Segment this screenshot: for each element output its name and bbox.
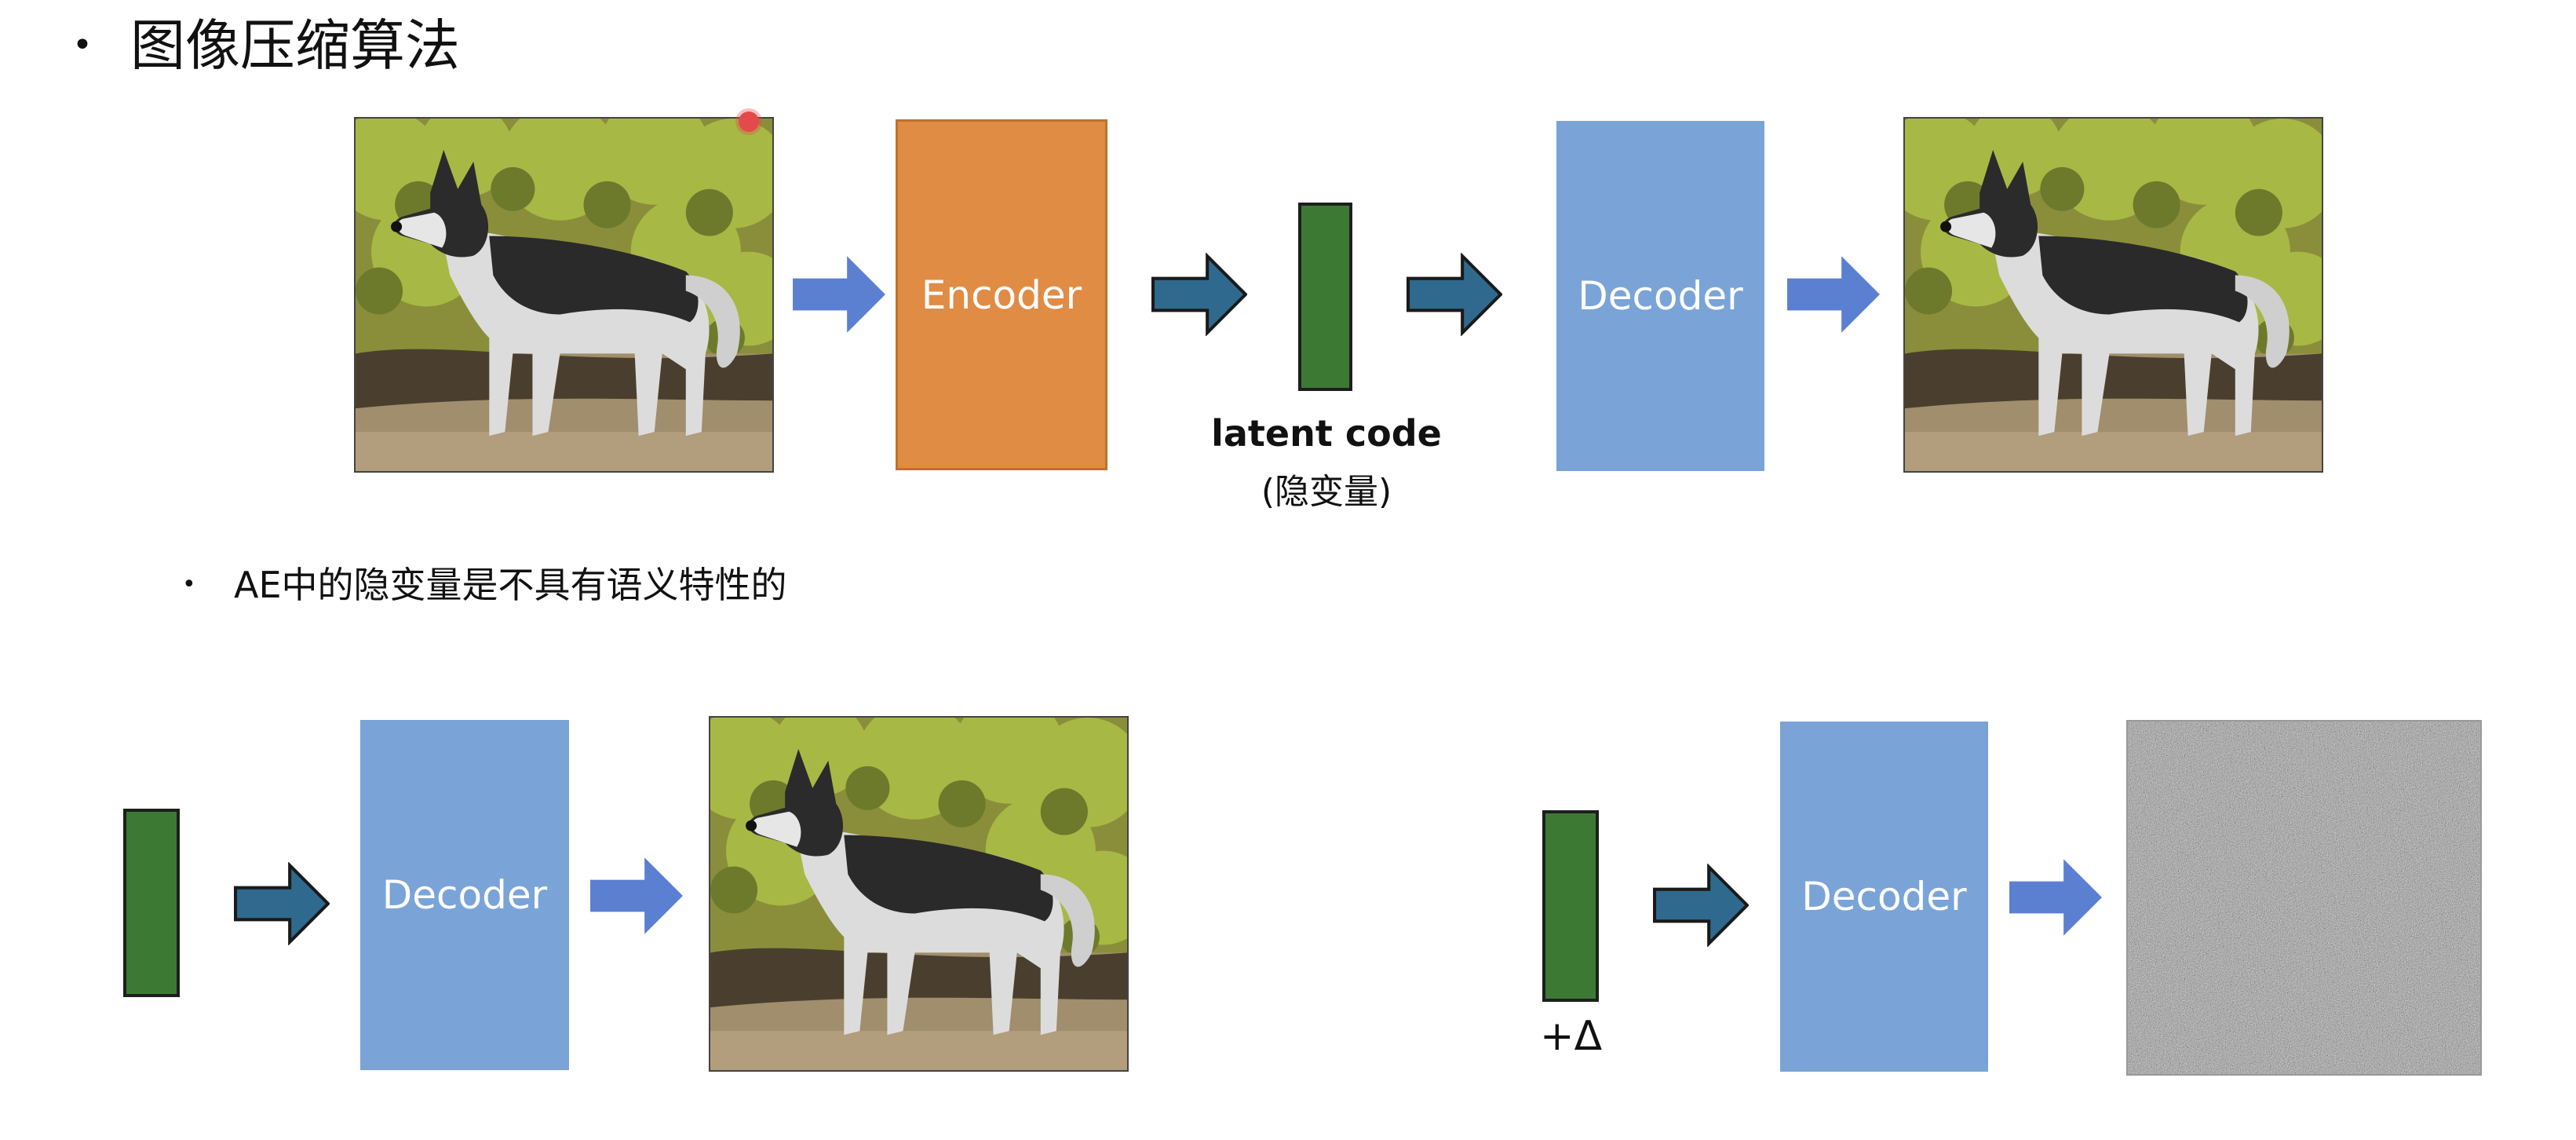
latent-code-block xyxy=(1298,203,1352,391)
arrow-right-icon xyxy=(2008,856,2103,939)
title-bullet: • xyxy=(72,25,93,65)
perturbed-latent-block xyxy=(1542,810,1599,1002)
encoder-box: Encoder xyxy=(896,119,1107,470)
latent-code-sublabel: (隐变量) xyxy=(1261,472,1392,512)
input-dog-image xyxy=(354,117,774,473)
output-dog-image xyxy=(1903,117,2323,473)
arrow-right-icon xyxy=(791,253,887,336)
arrow-right-icon xyxy=(1786,253,1881,336)
arrow-right-icon xyxy=(234,862,330,945)
delta-label: +Δ xyxy=(1540,1013,1603,1060)
cursor-dot-icon xyxy=(739,111,759,132)
decoder-box: Decoder xyxy=(360,720,569,1070)
arrow-right-icon xyxy=(1151,253,1247,336)
latent-code-label: latent code xyxy=(1211,412,1442,455)
decoder-box: Decoder xyxy=(1780,722,1988,1072)
decoded-dog-image xyxy=(709,716,1129,1072)
subpoint-text: AE中的隐变量是不具有语义特性的 xyxy=(234,564,787,606)
arrow-right-icon xyxy=(589,854,684,937)
noise-output-image xyxy=(2126,720,2482,1076)
subpoint-bullet: • xyxy=(182,571,196,598)
arrow-right-icon xyxy=(1653,864,1749,947)
page-title: 图像压缩算法 xyxy=(130,13,460,78)
arrow-right-icon xyxy=(1407,253,1502,336)
decoder-box: Decoder xyxy=(1556,121,1764,471)
latent-code-block xyxy=(123,809,180,997)
